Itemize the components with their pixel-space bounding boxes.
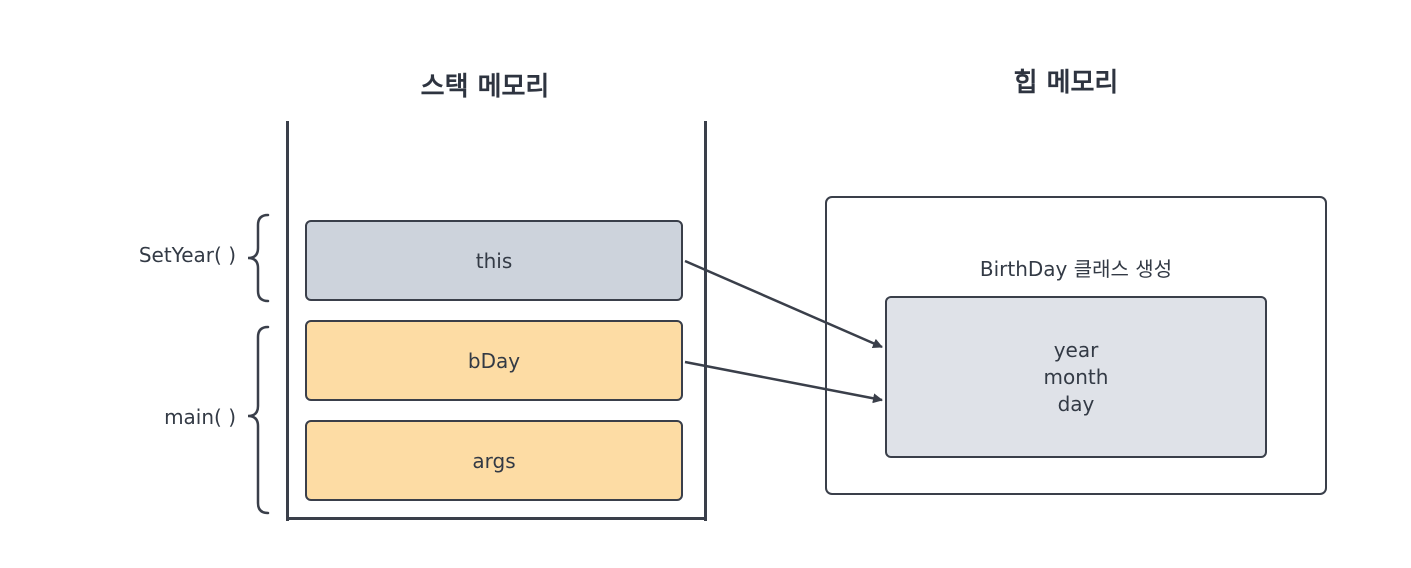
- main-group-label: main( ): [164, 405, 236, 429]
- stack-right-wall: [704, 121, 707, 521]
- stack-frame-bday: bDay: [305, 320, 683, 401]
- main-brace: [247, 325, 270, 515]
- field-month: month: [1043, 364, 1109, 389]
- heap-memory-title: 힙 메모리: [1013, 68, 1119, 98]
- field-day: day: [1057, 391, 1095, 416]
- setyear-group-label: SetYear( ): [138, 243, 236, 267]
- heap-object-caption: BirthDay 클래스 생성: [979, 257, 1173, 281]
- stack-frame-this: this: [305, 220, 683, 301]
- stack-frame-args: args: [305, 420, 683, 501]
- birthday-object-box: year month day: [885, 296, 1267, 458]
- stack-left-wall: [286, 121, 289, 521]
- field-year: year: [1053, 337, 1099, 362]
- stack-memory-title: 스택 메모리: [420, 72, 550, 102]
- stack-bottom-wall: [286, 517, 707, 520]
- setyear-brace: [247, 213, 270, 303]
